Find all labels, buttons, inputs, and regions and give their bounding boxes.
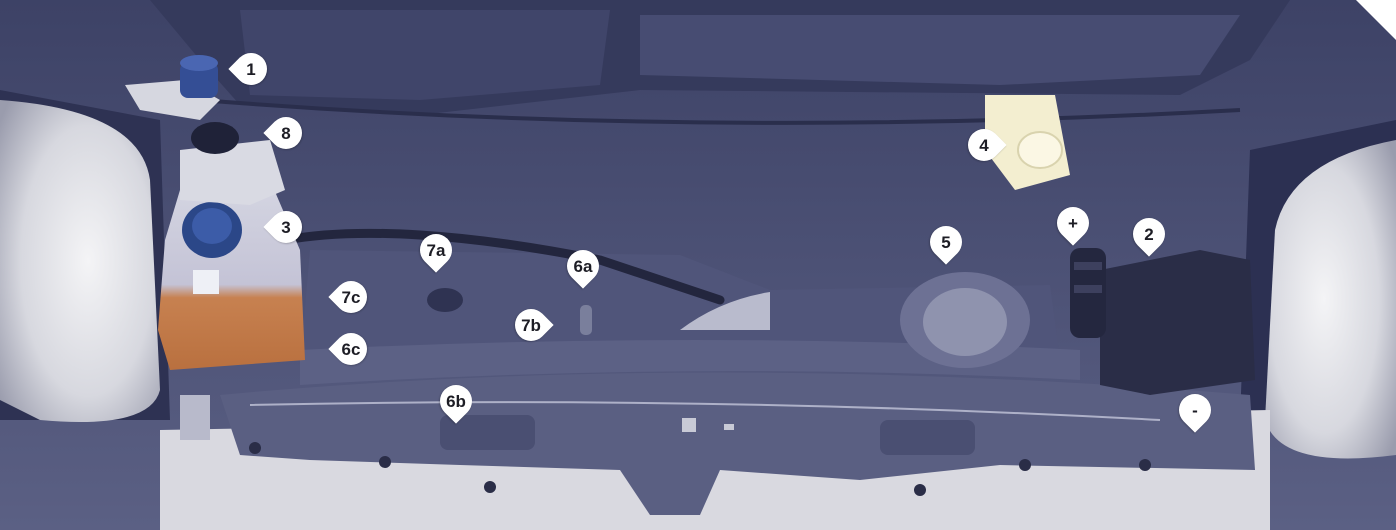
marker-1-label: 1 <box>246 61 255 78</box>
battery <box>1100 250 1255 395</box>
marker-2: 2 <box>1126 211 1172 257</box>
marker-3-label: 3 <box>281 219 290 236</box>
marker-6c: 6c <box>328 326 374 372</box>
marker-5-label: 5 <box>941 234 950 251</box>
left-headlight <box>0 100 160 422</box>
marker-6a: 6a <box>560 243 606 289</box>
marker-7c-label: 7c <box>342 289 361 306</box>
marker-4: 4 <box>961 122 1007 168</box>
marker-8-label: 8 <box>281 125 290 142</box>
marker-minus-label: - <box>1192 402 1198 419</box>
washer-reservoir-cap <box>191 122 239 154</box>
marker-1: 1 <box>228 46 274 92</box>
marker-7b: 7b <box>508 302 554 348</box>
oil-filler-cap <box>427 288 463 312</box>
marker-7c: 7c <box>328 274 374 320</box>
marker-8: 8 <box>263 110 309 156</box>
marker-plus-label: + <box>1068 215 1078 232</box>
marker-plus: + <box>1050 200 1096 246</box>
marker-6c-label: 6c <box>342 341 361 358</box>
cowl-panel-left <box>240 10 610 100</box>
marker-2-label: 2 <box>1144 226 1153 243</box>
cowl-panel-right <box>640 15 1240 85</box>
marker-7a: 7a <box>413 227 459 273</box>
dipstick <box>580 305 592 335</box>
marker-4-label: 4 <box>979 137 988 154</box>
marker-6a-label: 6a <box>574 258 593 275</box>
marker-6b: 6b <box>433 378 479 424</box>
marker-7b-label: 7b <box>521 317 541 334</box>
marker-7a-label: 7a <box>427 242 446 259</box>
marker-3: 3 <box>263 204 309 250</box>
marker-6b-label: 6b <box>446 393 466 410</box>
marker-5: 5 <box>923 219 969 265</box>
marker-minus: - <box>1172 387 1218 433</box>
